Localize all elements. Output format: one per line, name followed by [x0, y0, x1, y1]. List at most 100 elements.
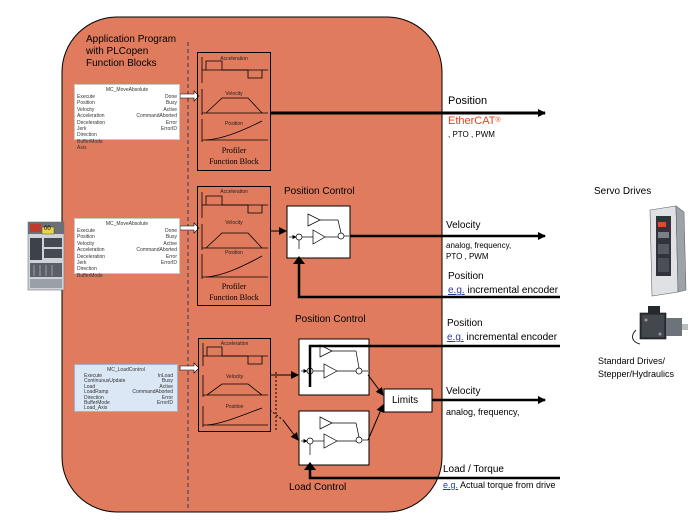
servo-drive-image [649, 205, 687, 297]
fb-output: Active [163, 106, 177, 113]
fb-input: Deceleration [77, 119, 106, 126]
fb-output: ErrorID [160, 260, 177, 267]
profiler-1-graphs [201, 57, 268, 142]
fb-input-axis: Axis [77, 145, 87, 151]
limits-label: Limits [392, 395, 419, 406]
fb-input: Execute [77, 228, 96, 234]
app-header-line-3: Function Blocks [86, 58, 157, 69]
profiler-caption-line-1: Profiler [221, 146, 247, 155]
profiler-function-block-2: Acceleration Velocity Position Profiler … [197, 186, 271, 306]
fb-input: Direction [77, 132, 97, 139]
fb-input: Direction [77, 266, 97, 273]
fb-title: MC_MoveAbsolute [105, 87, 149, 93]
position-control-label-1: Position Control [284, 186, 355, 197]
fb-input: Position [77, 234, 95, 241]
profiler-caption-line-2: Function Block [209, 157, 259, 166]
fb-input: Deceleration [77, 253, 106, 260]
eg-link-2[interactable]: e.g. [447, 332, 464, 343]
fb-output: Error [165, 119, 177, 126]
standard-drives-label-line-2: Stepper/Hydraulics [598, 369, 675, 379]
load-torque-label: Load / Torque [443, 464, 504, 475]
function-block-move-absolute-2: MC_MoveAbsolute Execute Position Velocit… [74, 218, 180, 279]
fb-title: MC_MoveAbsolute [105, 221, 149, 227]
fb-output: Error [165, 253, 177, 260]
pto-pwm-label: , PTO , PWM [448, 130, 495, 139]
fb-input: Jerk [77, 126, 87, 133]
eg-link-3[interactable]: e.g. [443, 480, 459, 490]
position-output-label: Position [448, 95, 488, 107]
fb-input: Velocity [77, 106, 95, 113]
profiler-caption-line-1: Profiler [221, 282, 247, 291]
fb-output: Busy [161, 378, 173, 385]
fb-input: Jerk [77, 260, 87, 267]
output-lines [270, 109, 560, 480]
fb-title: MC_LoadControl [107, 367, 145, 373]
fb-inputs: Execute Position Velocity Acceleration D… [77, 94, 105, 145]
encoder-text-2: incremental encoder [463, 332, 558, 343]
load-control-box [298, 410, 370, 466]
app-header-line-1: Application Program [86, 34, 177, 45]
position-feedback-label-1: Position [448, 271, 484, 282]
analog-frequency-label-1: analog, frequency, [446, 241, 512, 250]
fb-input: Acceleration [77, 113, 105, 120]
fb-outputs: Done Busy Active CommandAborted Error Er… [136, 94, 177, 132]
fb-outputs: Done Busy Active CommandAborted Error Er… [136, 228, 177, 266]
profiler-label-position: Position [225, 121, 243, 127]
profiler-label-velocity: Velocity [225, 374, 244, 380]
eg-link-1[interactable]: e.g. [448, 285, 465, 296]
fb-input: BufferMode [84, 400, 110, 407]
signal-connectors [269, 227, 384, 441]
profiler-label-position: Position [225, 250, 243, 256]
profiler-label-acceleration: Acceleration [220, 341, 249, 347]
fb-output: Active [163, 240, 177, 247]
fb-output: Done [165, 94, 177, 100]
fb-output: Busy [165, 234, 177, 241]
function-block-move-absolute-1: MC_MoveAbsolute Execute Position Velocit… [74, 84, 180, 151]
fb-input: Execute [77, 94, 96, 100]
fb-input: Direction [84, 394, 104, 401]
servo-drives-label: Servo Drives [594, 186, 652, 197]
profiler-function-block-1: Acceleration Velocity Position Profiler … [197, 52, 271, 171]
fb-output: ErrorID [156, 400, 173, 407]
standard-drives-label-line-1: Standard Drives/ [598, 356, 666, 366]
ethercat-label: EtherCAT® [448, 115, 501, 127]
app-header-line-2: with PLCopen [86, 46, 149, 57]
profiler-function-block-3: Acceleration Velocity Position [198, 338, 271, 432]
fb-input: BufferMode [77, 138, 103, 145]
profiler-label-acceleration: Acceleration [220, 189, 248, 195]
fb-output: Busy [165, 100, 177, 107]
fb-input: LoadRamp [84, 389, 109, 396]
fb-outputs: InLoad Busy Active CommandAborted Error … [132, 373, 173, 407]
profiler-3-graphs [202, 343, 268, 427]
fb-output: Done [165, 228, 177, 234]
fb-to-profiler-arrow-2 [179, 222, 200, 234]
function-block-load-control: MC_LoadControl Execute ContinuousUpdate … [74, 364, 178, 412]
fb-inputs: Execute ContinuousUpdate Load LoadRamp D… [84, 373, 125, 412]
position-feedback-label-2: Position [447, 318, 483, 329]
stepper-motor-image [632, 306, 688, 345]
fb-input: Velocity [77, 240, 95, 247]
fb-output: CommandAborted [136, 247, 177, 254]
fb-input: BufferMode [77, 272, 103, 279]
fb-inputs: Execute Position Velocity Acceleration D… [77, 228, 105, 279]
plc-controller-image [27, 221, 65, 291]
pto-pwm-label-2: PTO , PWM [446, 252, 489, 261]
fb-output: Active [159, 383, 173, 390]
profiler-caption-line-2: Function Block [209, 293, 259, 302]
encoder-text-1: incremental encoder [464, 285, 559, 296]
torque-feedback-label: e.g. Actual torque from drive [443, 479, 556, 491]
velocity-output-label-2: Velocity [446, 386, 481, 397]
fb-output: CommandAborted [136, 113, 177, 120]
fb-input: Execute [84, 373, 103, 379]
fb-to-profiler-arrow-3 [179, 362, 200, 374]
torque-text: Actual torque from drive [458, 480, 556, 490]
analog-frequency-label-2: analog, frequency, [446, 407, 520, 417]
fb-input: Position [77, 100, 95, 107]
fb-output: ErrorID [160, 126, 177, 133]
fb-output: InLoad [157, 373, 173, 379]
profiler-label-acceleration: Acceleration [220, 56, 248, 62]
encoder-feedback-label-1: e.g. incremental encoder [448, 285, 558, 297]
fb-to-profiler-arrow-1 [179, 90, 200, 102]
position-control-box-1 [286, 205, 351, 259]
